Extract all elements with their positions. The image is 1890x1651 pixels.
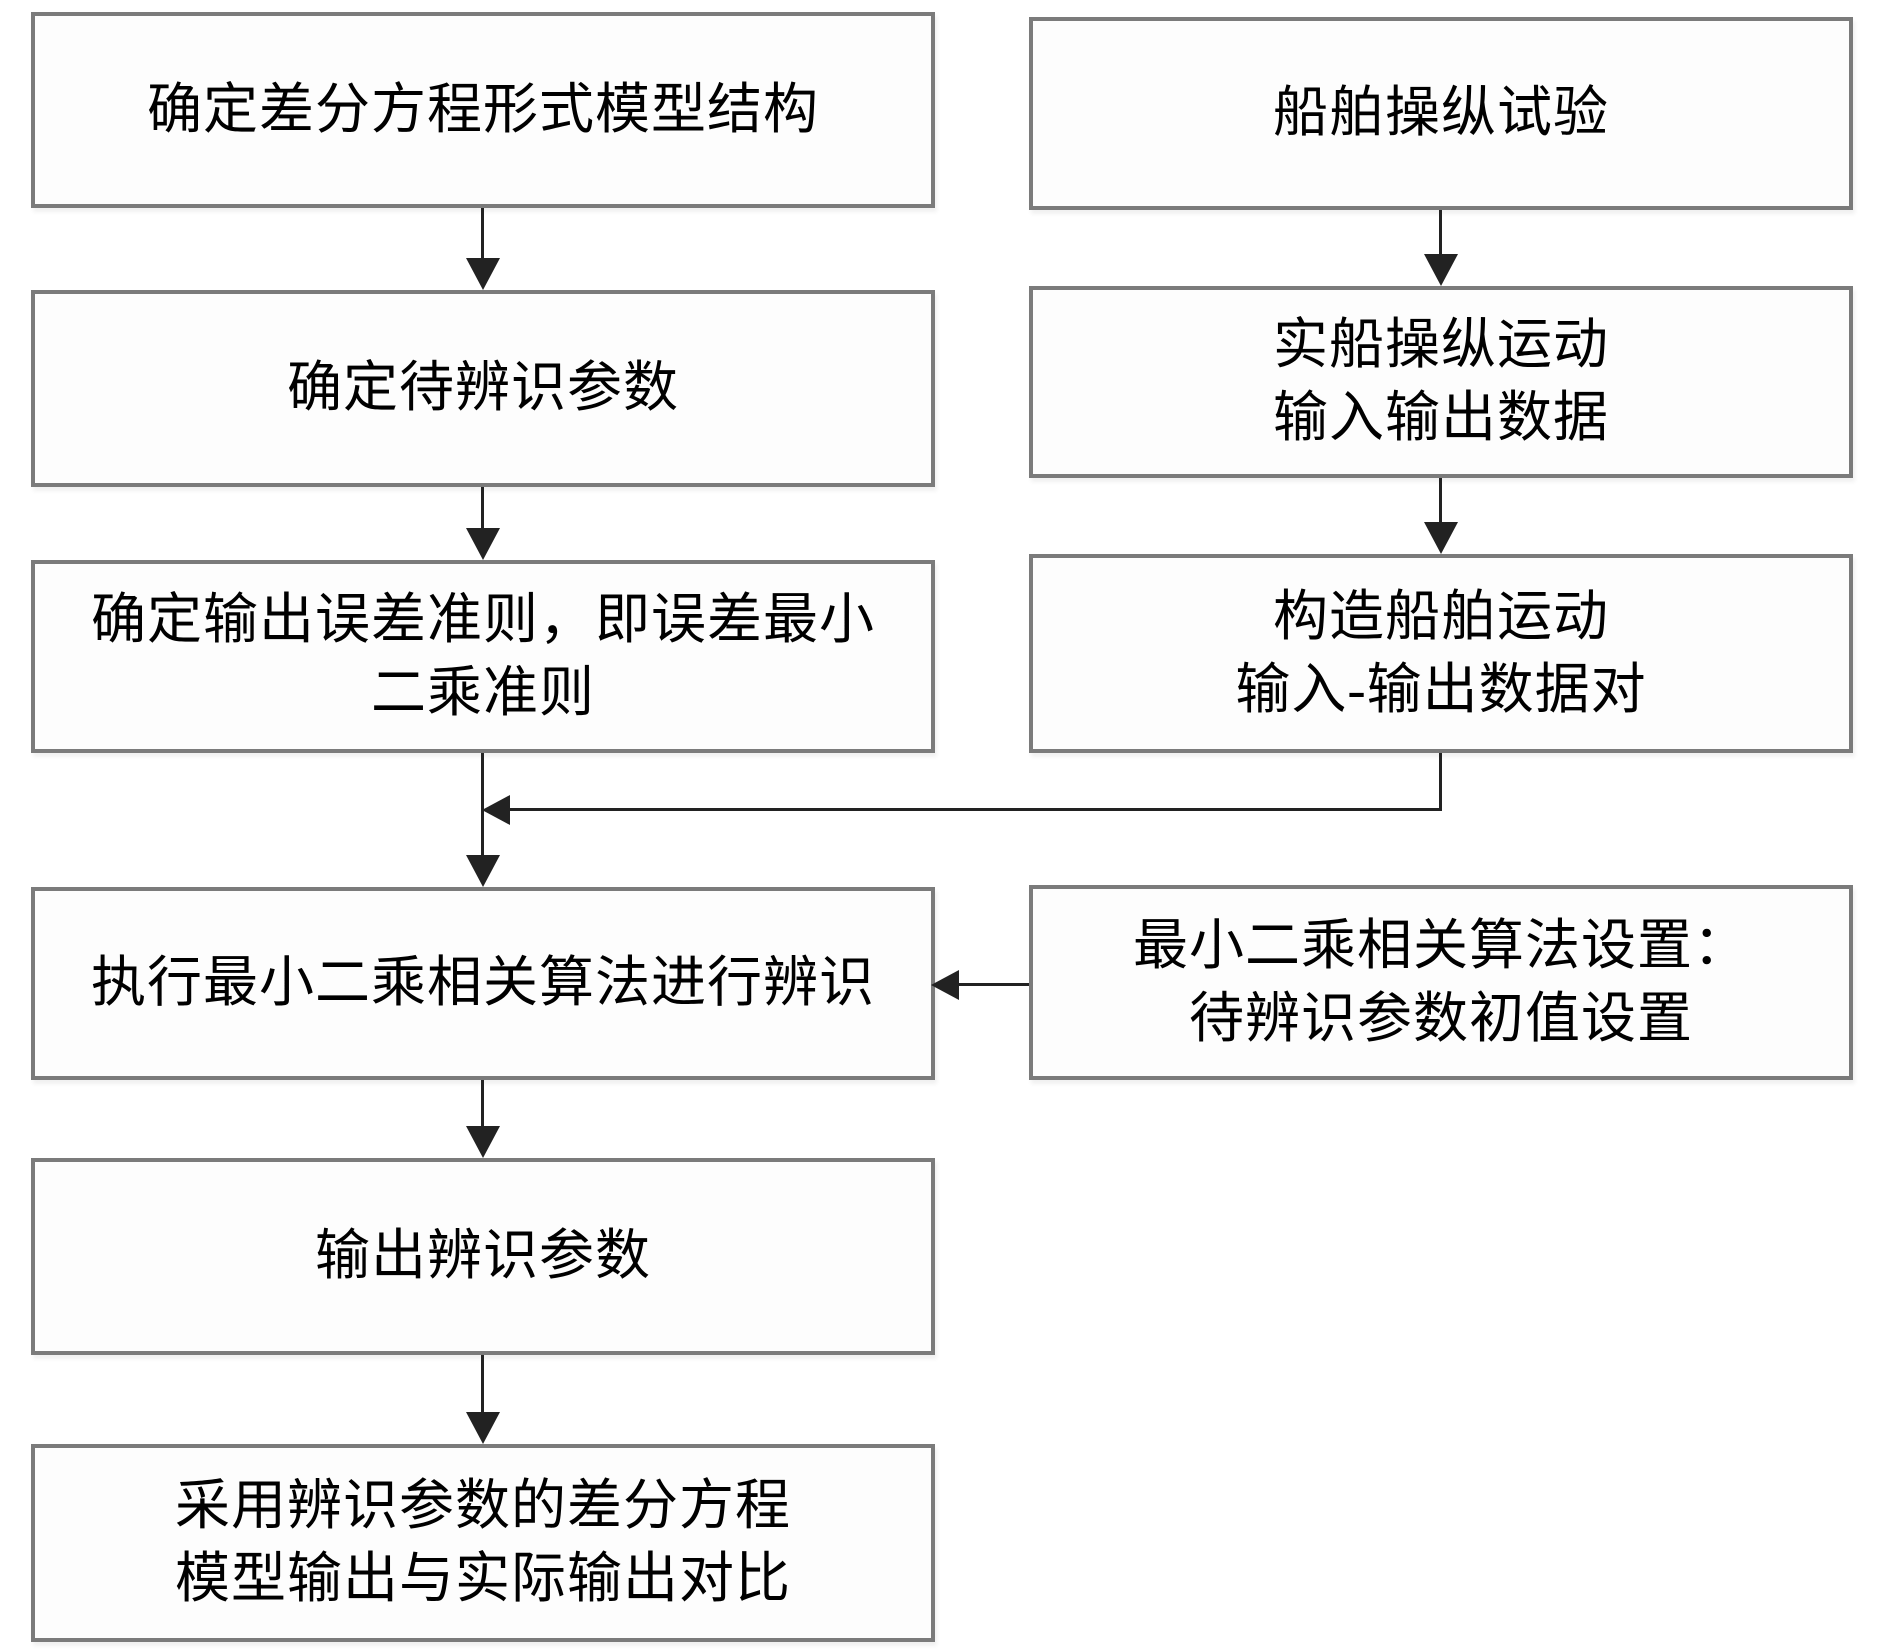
node-output-params-label: 输出辨识参数	[314, 1225, 651, 1287]
node-real-ship-io: 实船操纵运动 输入输出数据	[1029, 286, 1853, 478]
arrowhead-left-icon	[931, 970, 959, 1000]
node-model-structure: 确定差分方程形式模型结构	[31, 12, 935, 208]
arrowhead-down-icon	[1424, 254, 1458, 286]
node-compare-output-label: 采用辨识参数的差分方程 模型输出与实际输出对比	[174, 1475, 791, 1609]
arrowhead-down-icon	[466, 1126, 500, 1158]
connector-maneuver-test-to-real-ship-io	[1439, 210, 1442, 258]
node-real-ship-io-label: 实船操纵运动 输入输出数据	[1272, 314, 1609, 448]
connector-run-algorithm-to-output-params	[481, 1080, 484, 1129]
arrowhead-down-icon	[466, 855, 500, 887]
arrowhead-down-icon	[466, 1412, 500, 1444]
connector-io-data-pairs-drop	[1439, 753, 1442, 811]
connector-model-structure-to-identify-params	[481, 208, 484, 262]
connector-real-ship-io-to-io-data-pairs	[1439, 478, 1442, 526]
node-identify-params-label: 确定待辨识参数	[286, 357, 679, 419]
node-maneuver-test-label: 船舶操纵试验	[1272, 82, 1609, 144]
node-algorithm-init: 最小二乘相关算法设置： 待辨识参数初值设置	[1029, 885, 1853, 1080]
node-maneuver-test: 船舶操纵试验	[1029, 17, 1853, 210]
node-error-criterion: 确定输出误差准则，即误差最小 二乘准则	[31, 560, 935, 753]
arrowhead-down-icon	[466, 528, 500, 560]
node-run-algorithm: 执行最小二乘相关算法进行辨识	[31, 887, 935, 1080]
connector-output-params-to-compare-output	[481, 1355, 484, 1415]
node-model-structure-label: 确定差分方程形式模型结构	[146, 78, 819, 140]
node-compare-output: 采用辨识参数的差分方程 模型输出与实际输出对比	[31, 1444, 935, 1642]
node-io-data-pairs-label: 构造船舶运动 输入-输出数据对	[1235, 585, 1647, 720]
node-output-params: 输出辨识参数	[31, 1158, 935, 1355]
arrowhead-down-icon	[466, 258, 500, 290]
node-identify-params: 确定待辨识参数	[31, 290, 935, 487]
connector-identify-params-to-error-criterion	[481, 487, 484, 532]
node-run-algorithm-label: 执行最小二乘相关算法进行辨识	[90, 952, 875, 1014]
arrowhead-down-icon	[1424, 522, 1458, 554]
arrowhead-left-icon	[482, 795, 510, 825]
node-io-data-pairs: 构造船舶运动 输入-输出数据对	[1029, 554, 1853, 753]
node-error-criterion-label: 确定输出误差准则，即误差最小 二乘准则	[90, 588, 875, 723]
connector-algorithm-init-to-run-algorithm	[957, 983, 1029, 986]
node-algorithm-init-label: 最小二乘相关算法设置： 待辨识参数初值设置	[1132, 914, 1749, 1049]
connector-io-data-pairs-to-main-flow	[508, 808, 1442, 811]
